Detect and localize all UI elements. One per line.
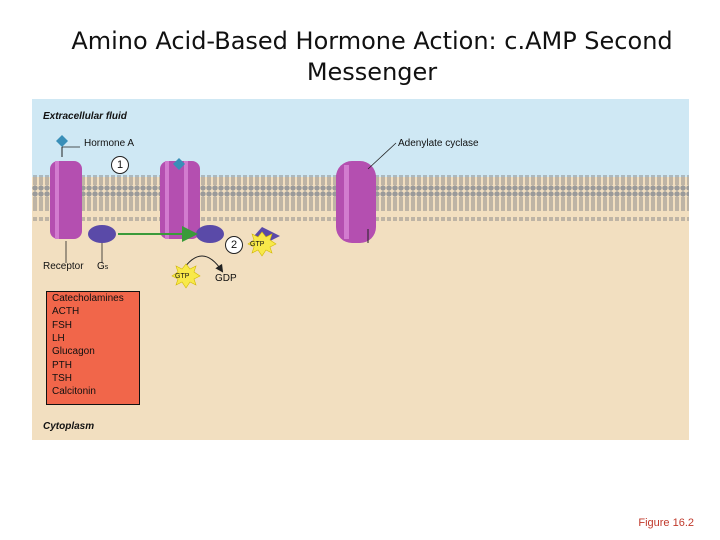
hormone-list-item: ACTH: [52, 306, 80, 318]
gtp-label-1: GTP: [175, 273, 190, 280]
step-1-badge: 1: [111, 156, 129, 174]
hormone-list-item: Glucagon: [52, 346, 95, 358]
g-protein-inactive: [88, 225, 116, 243]
hormone-list-item: TSH: [52, 372, 72, 384]
adenylate-cyclase-label: Adenylate cyclase: [398, 138, 479, 149]
hormone-molecule-2: [173, 158, 185, 170]
receptor-protein-2: [160, 161, 200, 239]
adenylate-cyclase-protein: [336, 161, 376, 243]
hormone-list-item: PTH: [52, 359, 72, 371]
hormone-list-item: Calcitonin: [52, 386, 96, 398]
gtp-burst-2: [247, 231, 277, 257]
figure-label: Figure 16.2: [638, 517, 694, 529]
cytoplasm-label: Cytoplasm: [43, 421, 95, 432]
adenylate-leader: [367, 142, 397, 170]
gs-label: Gs: [97, 261, 109, 272]
diagram-canvas: [32, 99, 689, 440]
hormone-label: Hormone A: [84, 138, 135, 149]
gtp-label-2: GTP: [250, 241, 265, 248]
hormone-list-item: Catecholamines: [52, 293, 124, 304]
gtp-burst-1: [171, 263, 201, 289]
receptor-protein-1: [50, 161, 82, 239]
hormone-list-item: FSH: [52, 319, 72, 331]
extracellular-label: Extracellular fluid: [43, 111, 127, 122]
diagram-panel: [32, 99, 689, 440]
page-title: Amino Acid-Based Hormone Action: c.AMP S…: [71, 27, 673, 86]
receptor-label: Receptor: [43, 261, 84, 272]
hormone-molecule-1: [56, 135, 68, 157]
hormone-list-box: [46, 291, 140, 405]
gdp-label: GDP: [215, 273, 237, 284]
step-2-badge: 2: [225, 236, 243, 254]
hormone-list-item: LH: [52, 332, 65, 344]
